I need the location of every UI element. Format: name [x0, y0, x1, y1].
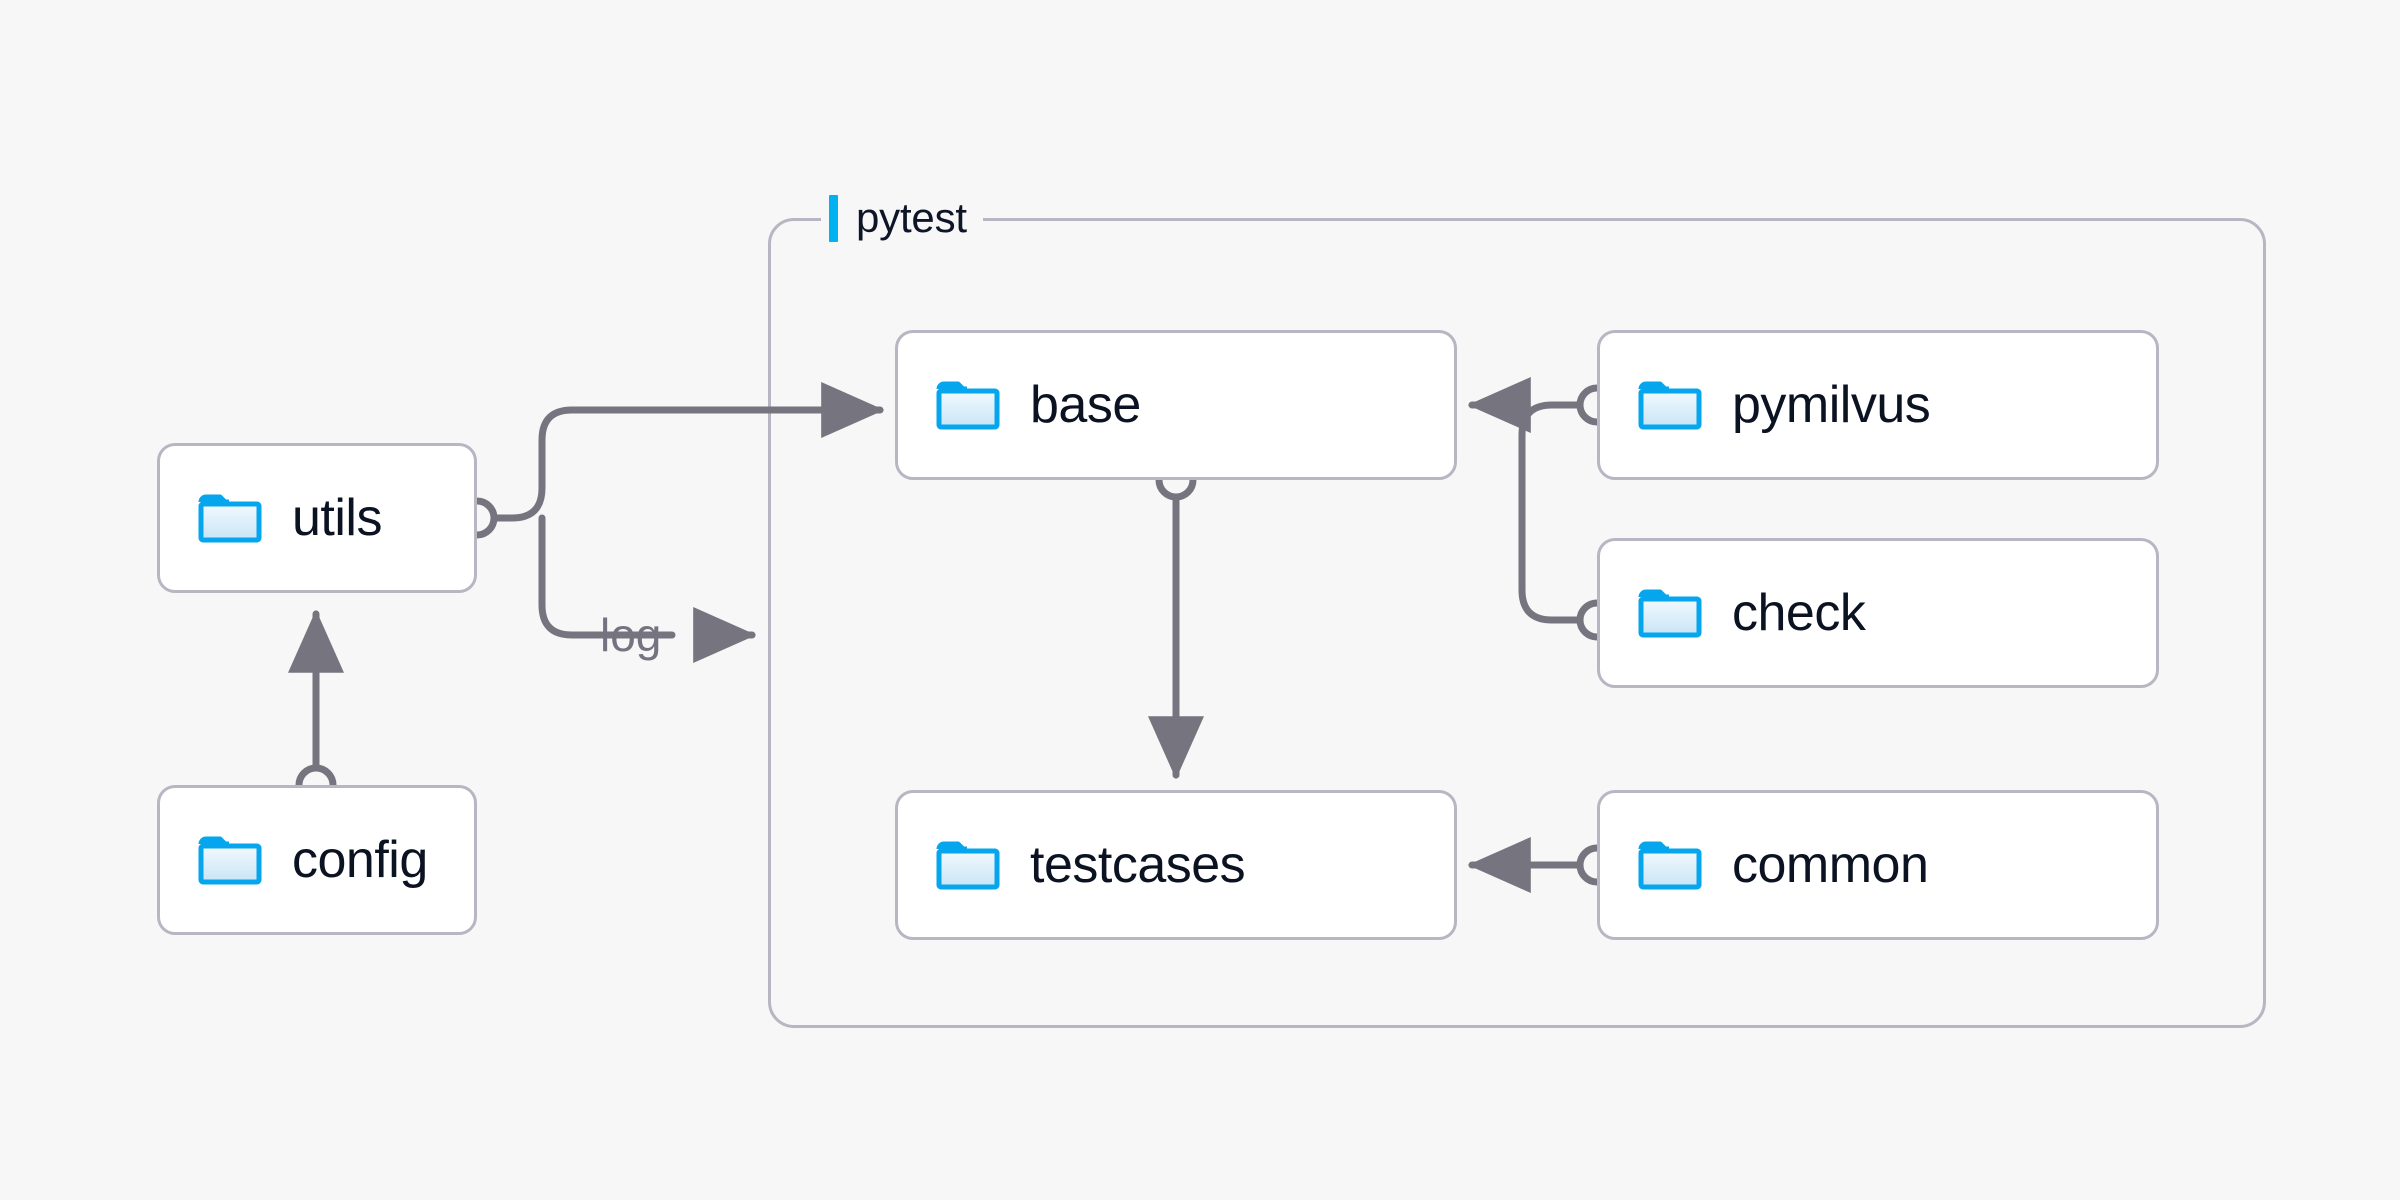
- node-label-utils: utils: [292, 489, 382, 547]
- node-label-testcases: testcases: [1030, 836, 1246, 894]
- folder-icon: [1638, 379, 1702, 431]
- node-pymilvus[interactable]: pymilvus: [1597, 330, 2159, 480]
- node-utils[interactable]: utils: [157, 443, 477, 593]
- node-check[interactable]: check: [1597, 538, 2159, 688]
- folder-icon: [198, 492, 262, 544]
- folder-icon: [1638, 839, 1702, 891]
- folder-icon: [1638, 381, 1702, 430]
- node-label-base: base: [1030, 376, 1141, 434]
- node-testcases[interactable]: testcases: [895, 790, 1457, 940]
- folder-icon: [198, 836, 262, 885]
- pytest-group-container[interactable]: [768, 218, 2266, 1028]
- folder-icon: [198, 834, 262, 886]
- node-label-common: common: [1732, 836, 1929, 894]
- node-base[interactable]: base: [895, 330, 1457, 480]
- node-label-config: config: [292, 831, 428, 889]
- folder-icon: [1638, 589, 1702, 638]
- folder-icon: [198, 494, 262, 543]
- folder-icon: [936, 841, 1000, 890]
- group-title: pytest: [856, 194, 967, 241]
- folder-icon: [936, 839, 1000, 891]
- edge-label-log: log: [600, 609, 662, 661]
- folder-icon: [1638, 841, 1702, 890]
- pytest-group-label: pytest: [821, 193, 983, 243]
- node-config[interactable]: config: [157, 785, 477, 935]
- node-label-check: check: [1732, 584, 1866, 642]
- accent-bar-icon: [829, 194, 838, 242]
- folder-icon: [936, 379, 1000, 431]
- folder-icon: [936, 381, 1000, 430]
- node-label-pymilvus: pymilvus: [1732, 376, 1931, 434]
- node-common[interactable]: common: [1597, 790, 2159, 940]
- folder-icon: [1638, 587, 1702, 639]
